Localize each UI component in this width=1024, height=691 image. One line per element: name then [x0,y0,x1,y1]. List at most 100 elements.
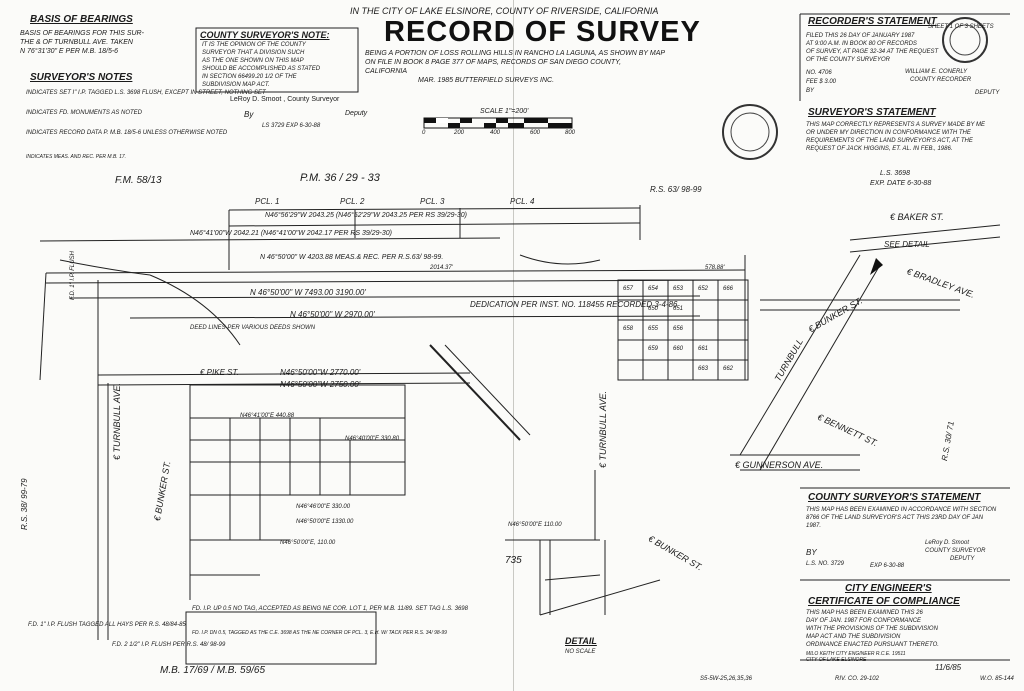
county-statement-signer: LeRoy D. Smoot [925,540,970,546]
note-item-1: INDICATES SET I" I.P. TAGGED L.S. 3698 F… [26,90,266,96]
margin-note-2: F.D. 2 1/2" I.P. FLUSH PER R.S. 48/ 98-9… [112,642,226,648]
city-engineer-heading-2: CERTIFICATE OF COMPLIANCE [808,596,960,607]
lot-label: 659 [648,346,659,352]
gunnerson-ave: € GUNNERSON AVE. [735,460,824,470]
county-note-heading: COUNTY SURVEYOR'S NOTE: [200,30,330,40]
note-item-2: INDICATES FD. MONUMENTS AS NOTED [26,110,143,116]
recorder-line-3: OF SURVEY, AT PAGE 32-34 AT THE REQUEST [806,49,939,55]
city-engineer-line-2: DAY OF JAN. 1987 FOR CONFORMANCE [806,618,922,624]
county-note-line-1: IT IS THE OPINION OF THE COUNTY [202,42,306,48]
surveyor-line-1: THIS MAP CORRECTLY REPRESENTS A SURVEY M… [806,122,986,128]
county-statement-title: COUNTY SURVEYOR [925,548,986,554]
lot-735: 735 [505,555,522,566]
county-statement-line-3: 1987. [806,523,822,529]
rs-left-ref: R.S. 38/ 99-79 [20,478,29,530]
lot-label: 655 [648,326,659,332]
surveyor-line-4: REQUEST OF JACK HIGGINS, ET. AL. IN FEB.… [806,146,953,152]
bottom-note-2: FD. I.P. DN 0.5, TAGGED AS THE C.E. 3698… [192,630,447,636]
location-line: IN THE CITY OF LAKE ELSINORE, COUNTY OF … [350,6,659,16]
county-statement-line-2: 8766 OF THE LAND SURVEYOR'S ACT THIS 23R… [806,515,984,521]
turnbull-ave-left: € TURNBULL AVE. [112,382,122,460]
county-note-line-3: AS THE ONE SHOWN ON THIS MAP [202,58,304,64]
margin-note-1: F.D. 1" I.P. FLUSH TAGGED ALL HAYS PER R… [28,622,186,628]
basis-line-2: THE & OF TURNBULL AVE. TAKEN [20,39,133,46]
parcel-2-label: PCL. 2 [340,197,365,206]
city-engineer-line-1: THIS MAP HAS BEEN EXAMINED THIS 26 [806,610,923,616]
lot-label: 662 [723,366,734,372]
lot-label: 654 [648,286,659,292]
city-engineer-date: 11/6/85 [935,663,962,672]
bearing-e3: N46°46'00"E 330.00 [296,504,351,510]
footer-county: Riv. Co. 29-102 [835,676,879,682]
county-statement-deputy: DEPUTY [950,556,975,562]
date-firm: MAR. 1985 BUTTERFIELD SURVEYS INC. [418,77,555,84]
scale-tick-400: 400 [490,130,501,136]
county-seal-stamp [943,18,987,62]
scale-tick-200: 200 [454,130,465,136]
recorder-fee: FEE $ 3.00 [806,79,837,85]
note-item-3: INDICATES RECORD DATA P. M.B. 18/5-6 UNL… [26,130,228,136]
recorder-title: COUNTY RECORDER [910,77,972,83]
bottom-refs: M.B. 17/69 / M.B. 59/65 [160,665,266,676]
note-item-4: INDICATES MEAS. AND REC. PER M.B. 17. [26,154,127,160]
page-title: RECORD OF SURVEY [384,16,701,48]
basis-heading: BASIS OF BEARINGS [30,14,133,25]
distance-2: 578.88' [705,265,725,271]
recorder-line-4: OF THE COUNTY SURVEYOR [806,57,891,63]
parcel-4-label: PCL. 4 [510,197,535,206]
county-note-line-4: SHOULD BE ACCOMPLISHED AS STATED [202,66,321,72]
scale-tick-800: 800 [565,130,576,136]
pike-st: € PIKE ST. [200,368,239,377]
county-note-license: LS 3729 EXP 6-30-88 [262,123,321,129]
recorder-line-2: AT 9:00 A.M. IN BOOK 80 OF RECORDS [806,41,917,47]
recorder-no: NO. 4706 [806,70,832,76]
recorder-line-1: FILED THIS 26 DAY OF JANUARY 1987 [806,33,915,39]
distance-1: 2014.37' [430,265,453,271]
county-note-line-6: SUBDIVISION MAP ACT. [202,82,270,88]
scale-label: SCALE 1"=200' [480,108,529,115]
bearing-1: N 46°50'00" W 4203.88 Meas.& Rec. Per R.… [260,254,444,261]
basis-line-1: BASIS OF BEARINGS FOR THIS SUR- [20,30,144,37]
recorder-deputy: DEPUTY [975,90,1000,96]
lot-label: 657 [623,286,634,292]
recorder-name: WILLIAM E. CONERLY [905,69,968,75]
lot-label: 663 [698,366,709,372]
fm-ref: F.M. 58/13 [115,175,162,186]
surveyor-statement-heading: SURVEYOR'S STATEMENT [808,107,936,118]
county-statement-exp: EXP 6-30-88 [870,563,905,569]
footer-wo: W.O. 85-144 [980,676,1014,682]
lot-label: 660 [673,346,684,352]
county-statement-line-1: THIS MAP HAS BEEN EXAMINED IN ACCORDANCE… [806,507,997,513]
bearing-e1: N46°41'00"E 440.88 [240,413,295,419]
lot-label: 666 [723,286,734,292]
parcel-3-label: PCL. 3 [420,197,445,206]
lot-label: 652 [698,286,709,292]
pm-ref: P.M. 36 / 29 - 33 [300,172,380,184]
sheet-count: SHEET 1 OF 3 SHEETS [928,24,994,30]
bearing-e5: N46°50'00"E, 110.00 [280,540,336,546]
bearing-7: N46°41'00"W 2042.21 (N46°41'00"W 2042.17… [190,230,392,237]
city-engineer-name: MILO KEITH CITY ENGINEER R.C.E. 19511 [806,651,906,657]
lot-label: 661 [698,346,709,352]
county-note-signer: LeRoy D. Smoot , County Surveyor [230,96,340,103]
footer-section: S5-5W-25,26,35,36 [700,676,752,682]
bearing-e2: N46°40'00"E 330.80 [345,436,400,442]
surveyor-license: L.S. 3698 [880,170,910,177]
county-note-line-5: IN SECTION 66499.20 1/2 OF THE [202,74,297,80]
basis-line-3: N 76°31'30" E PER M.B. 18/5-6 [20,48,119,55]
surveyor-seal-stamp [723,105,777,159]
fold-line [513,0,514,691]
lot-label: 650 [648,306,659,312]
county-note-by: By [244,110,254,119]
bearing-2: N 46°50'00" W 7493.00 3190.00' [250,288,366,297]
margin-note-3: F.D. 1" I.P. FLUSH [70,251,76,300]
baker-st: € BAKER ST. [890,212,944,222]
lot-label: 656 [673,326,684,332]
parcel-1-label: PCL. 1 [255,197,280,206]
scale-bar [423,117,573,129]
lot-label: 653 [673,286,684,292]
bearing-e6: N46°50'00"E 110.00 [508,522,562,528]
recorder-by: BY [806,88,815,94]
surveyor-exp: EXP. DATE 6-30-88 [870,180,932,187]
